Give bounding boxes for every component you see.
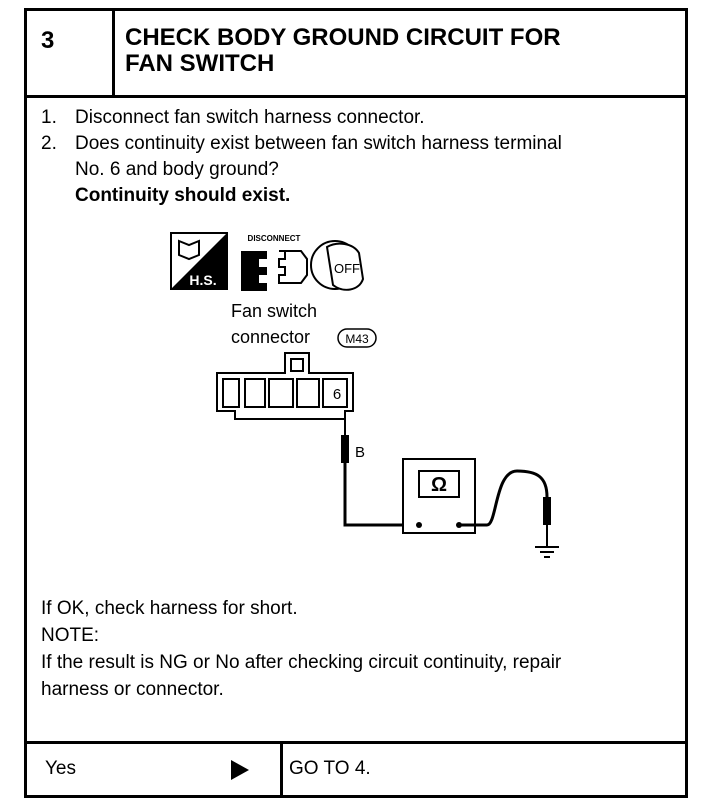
off-label: OFF: [334, 261, 360, 276]
ignition-off-icon: OFF: [310, 240, 365, 291]
step-item-number: 1.: [41, 107, 57, 128]
step-item-text: Disconnect fan switch harness connector.: [75, 107, 425, 128]
ground-lead: [459, 469, 551, 547]
note-text-line-2: harness or connector.: [41, 679, 224, 700]
step-number: 3: [27, 11, 115, 95]
connector-label-line-1: Fan switch: [231, 301, 317, 321]
goto-next-step: GO TO 4.: [289, 758, 371, 779]
disconnect-label: DISCONNECT: [248, 234, 301, 243]
procedure-steps: 1. Disconnect fan switch harness connect…: [41, 105, 671, 209]
connector-label-line-2: connector: [231, 327, 310, 347]
result-table: Yes GO TO 4.: [27, 741, 685, 795]
expected-result: Continuity should exist.: [75, 185, 291, 206]
procedure-header: 3 CHECK BODY GROUND CIRCUIT FOR FAN SWIT…: [27, 11, 685, 98]
step-item-text-line-2: No. 6 and body ground?: [75, 159, 279, 180]
step-item-1: 1. Disconnect fan switch harness connect…: [41, 105, 671, 131]
result-answer-cell: Yes: [27, 744, 283, 795]
wiring-diagram: H.S. DISCONNECT OFF Fan switch connector…: [170, 232, 559, 558]
harness-side-label: H.S.: [189, 272, 216, 288]
procedure-title-line-1: CHECK BODY GROUND CIRCUIT FOR: [125, 24, 561, 51]
procedure-title: CHECK BODY GROUND CIRCUIT FOR FAN SWITCH: [125, 25, 645, 77]
right-arrow-icon: [231, 760, 249, 780]
fan-switch-connector: 6: [216, 352, 354, 420]
connector-id: M43: [345, 332, 369, 346]
ohm-symbol: Ω: [431, 474, 447, 496]
terminal-number: 6: [333, 386, 341, 403]
connector-id-badge: [337, 328, 377, 348]
ground-symbol-icon: [535, 546, 559, 558]
step-item-2: 2. Does continuity exist between fan swi…: [41, 131, 671, 209]
note-text-line-1: If the result is NG or No after checking…: [41, 652, 562, 673]
step-item-text-line-1: Does continuity exist between fan switch…: [75, 133, 562, 154]
wire-color-label: B: [355, 444, 365, 461]
ok-instruction: If OK, check harness for short.: [41, 598, 298, 619]
step-item-number: 2.: [41, 133, 57, 154]
note-heading: NOTE:: [41, 625, 100, 646]
procedure-title-line-2: FAN SWITCH: [125, 50, 275, 77]
harness-side-icon: H.S.: [170, 232, 228, 290]
ohmmeter: Ω: [402, 458, 476, 534]
diagnostic-procedure-box: 3 CHECK BODY GROUND CIRCUIT FOR FAN SWIT…: [24, 8, 688, 798]
result-notes: If OK, check harness for short. NOTE: If…: [41, 595, 671, 703]
test-probe-wire: B: [341, 411, 419, 527]
answer-yes: Yes: [45, 758, 76, 779]
disconnect-icon: DISCONNECT: [241, 234, 308, 291]
